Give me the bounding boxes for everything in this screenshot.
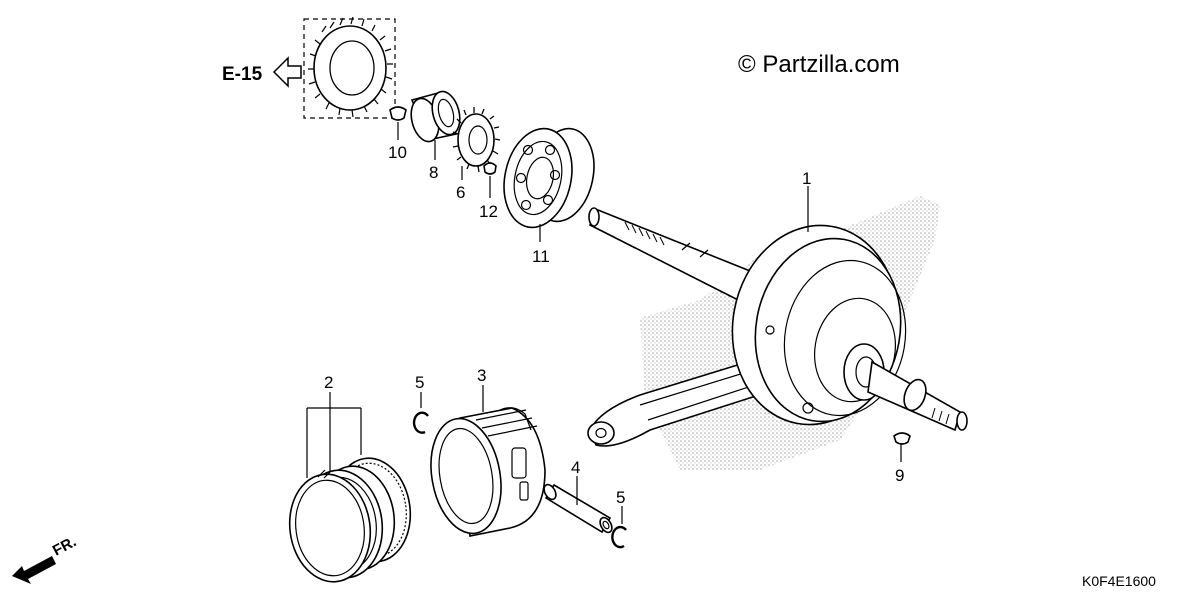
part-5-clip-upper[interactable]: [412, 411, 429, 434]
front-label: FR.: [50, 533, 79, 559]
part-11-bearing[interactable]: [495, 122, 602, 234]
callout-2[interactable]: 2: [324, 373, 333, 392]
callout-10[interactable]: 10: [388, 143, 407, 162]
arrow-left-icon: [272, 56, 302, 88]
callout-12[interactable]: 12: [479, 202, 498, 221]
gear-reference-box: [303, 16, 396, 119]
reference-e15[interactable]: E-15: [222, 56, 302, 88]
callout-8[interactable]: 8: [429, 163, 438, 182]
callout-6[interactable]: 6: [456, 183, 465, 202]
callout-5b[interactable]: 5: [616, 488, 625, 507]
part-1-crankshaft[interactable]: [587, 207, 968, 447]
callout-5a[interactable]: 5: [415, 373, 424, 392]
part-12-key[interactable]: [483, 162, 497, 175]
front-direction-marker: FR.: [12, 533, 79, 584]
part-2-piston-rings[interactable]: [283, 453, 417, 587]
part-10-key[interactable]: [389, 106, 407, 121]
callout-11[interactable]: 11: [532, 247, 550, 266]
arrow-front-icon: [12, 556, 56, 584]
part-6-sprocket[interactable]: [452, 107, 501, 173]
part-3-piston[interactable]: [422, 407, 546, 539]
part-5-clip-lower[interactable]: [611, 525, 627, 549]
callout-4[interactable]: 4: [571, 458, 580, 477]
gear-icon: [308, 16, 393, 118]
reference-label: E-15: [222, 64, 263, 85]
callout-3[interactable]: 3: [477, 366, 486, 385]
part-9-key[interactable]: [893, 432, 911, 445]
part-4-piston-pin[interactable]: [542, 483, 615, 535]
diagram-code: K0F4E1600: [1082, 573, 1156, 589]
callout-1[interactable]: 1: [802, 169, 811, 188]
watermark-text: © Partzilla.com: [738, 51, 900, 78]
callout-9[interactable]: 9: [895, 466, 904, 485]
part-8-collar[interactable]: [407, 88, 465, 144]
